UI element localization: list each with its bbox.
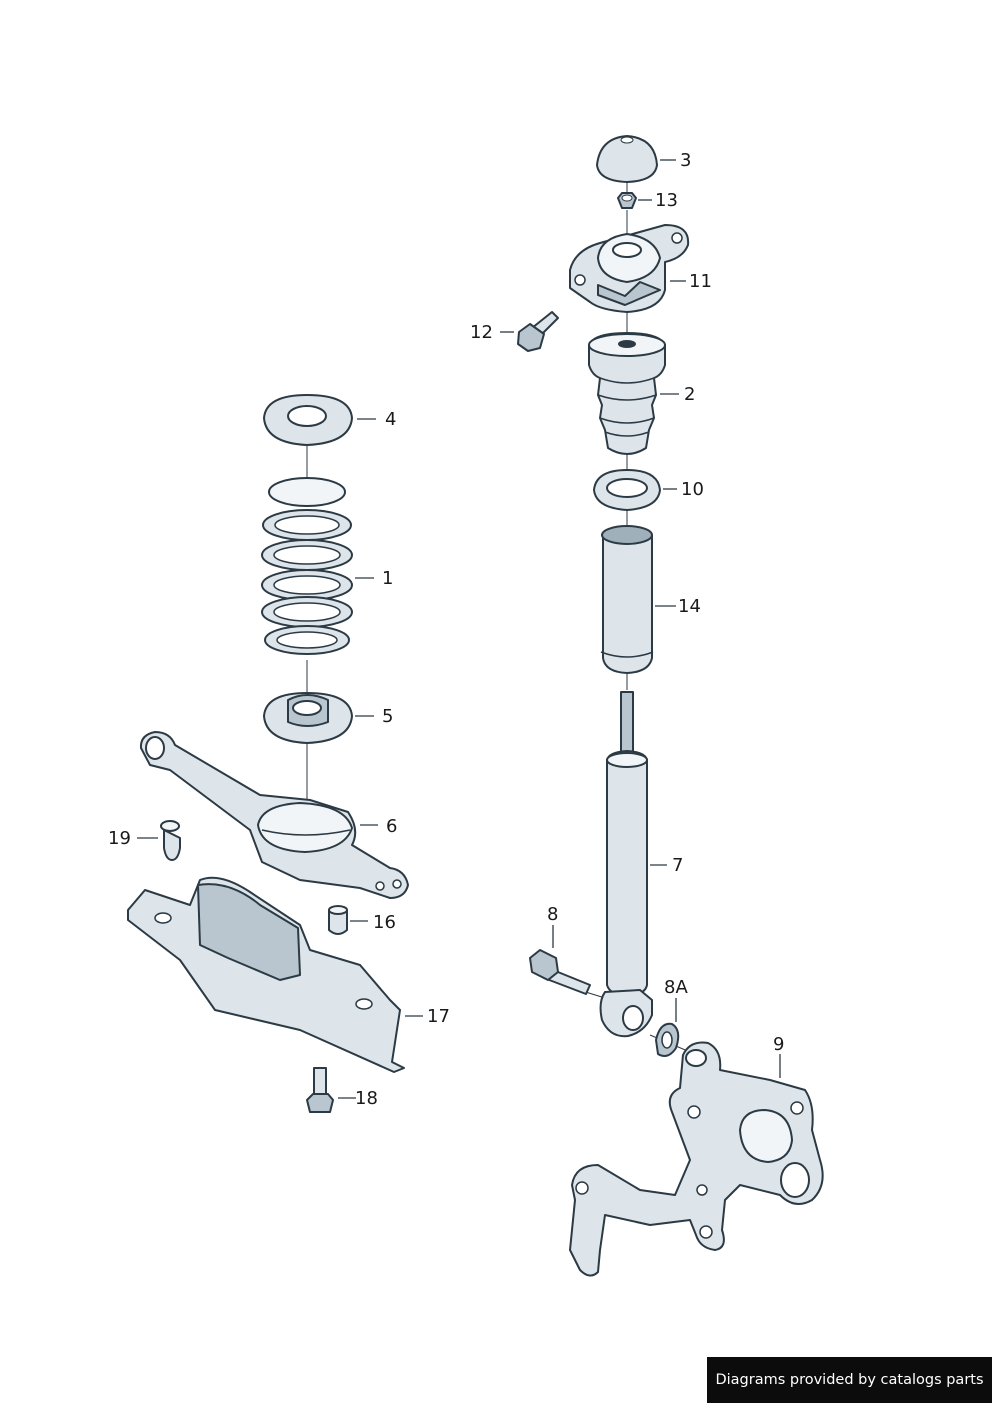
callout-9: 9 bbox=[773, 1034, 784, 1055]
part-control-arm bbox=[139, 731, 409, 899]
callout-16: 16 bbox=[373, 912, 396, 933]
part-buffer bbox=[328, 905, 348, 935]
callout-12: 12 bbox=[470, 322, 493, 343]
part-clip bbox=[160, 820, 181, 861]
callout-14: 14 bbox=[678, 596, 701, 617]
callout-7: 7 bbox=[672, 855, 683, 876]
callout-5: 5 bbox=[382, 706, 393, 727]
attribution-footer: Diagrams provided by catalogs parts bbox=[707, 1357, 992, 1403]
callout-19: 19 bbox=[108, 828, 131, 849]
part-nut bbox=[617, 192, 637, 209]
leader-lines bbox=[137, 159, 781, 1099]
callout-3: 3 bbox=[680, 150, 691, 171]
callout-4: 4 bbox=[385, 409, 396, 430]
callout-17: 17 bbox=[427, 1006, 450, 1027]
part-upper-seat bbox=[593, 469, 661, 511]
callout-8a: 8A bbox=[664, 977, 688, 998]
part-upper-spring-pad bbox=[263, 394, 353, 446]
callout-10: 10 bbox=[681, 479, 704, 500]
part-lower-spring-pad bbox=[263, 692, 353, 744]
part-shock-bolt bbox=[529, 949, 591, 995]
part-washer bbox=[655, 1022, 680, 1057]
callout-13: 13 bbox=[655, 190, 678, 211]
callout-2: 2 bbox=[684, 384, 695, 405]
callout-8: 8 bbox=[547, 904, 558, 925]
part-cover-panel bbox=[127, 876, 405, 1073]
callout-1: 1 bbox=[382, 568, 393, 589]
part-dust-cap bbox=[596, 135, 658, 183]
callout-18: 18 bbox=[355, 1088, 378, 1109]
part-wheel-bearing-housing bbox=[569, 1041, 824, 1277]
part-shock-absorber bbox=[599, 691, 653, 1038]
part-protective-tube bbox=[600, 525, 654, 674]
part-mount-bolt bbox=[517, 311, 559, 352]
part-panel-bolt bbox=[306, 1067, 334, 1113]
part-bump-stop bbox=[588, 332, 666, 455]
callout-6: 6 bbox=[386, 816, 397, 837]
callout-labels: 3 13 11 12 2 10 14 7 8 8A 9 4 1 5 6 19 1… bbox=[108, 150, 784, 1109]
part-coil-spring bbox=[261, 477, 353, 655]
callout-11: 11 bbox=[689, 271, 712, 292]
part-strut-mount bbox=[569, 224, 690, 313]
